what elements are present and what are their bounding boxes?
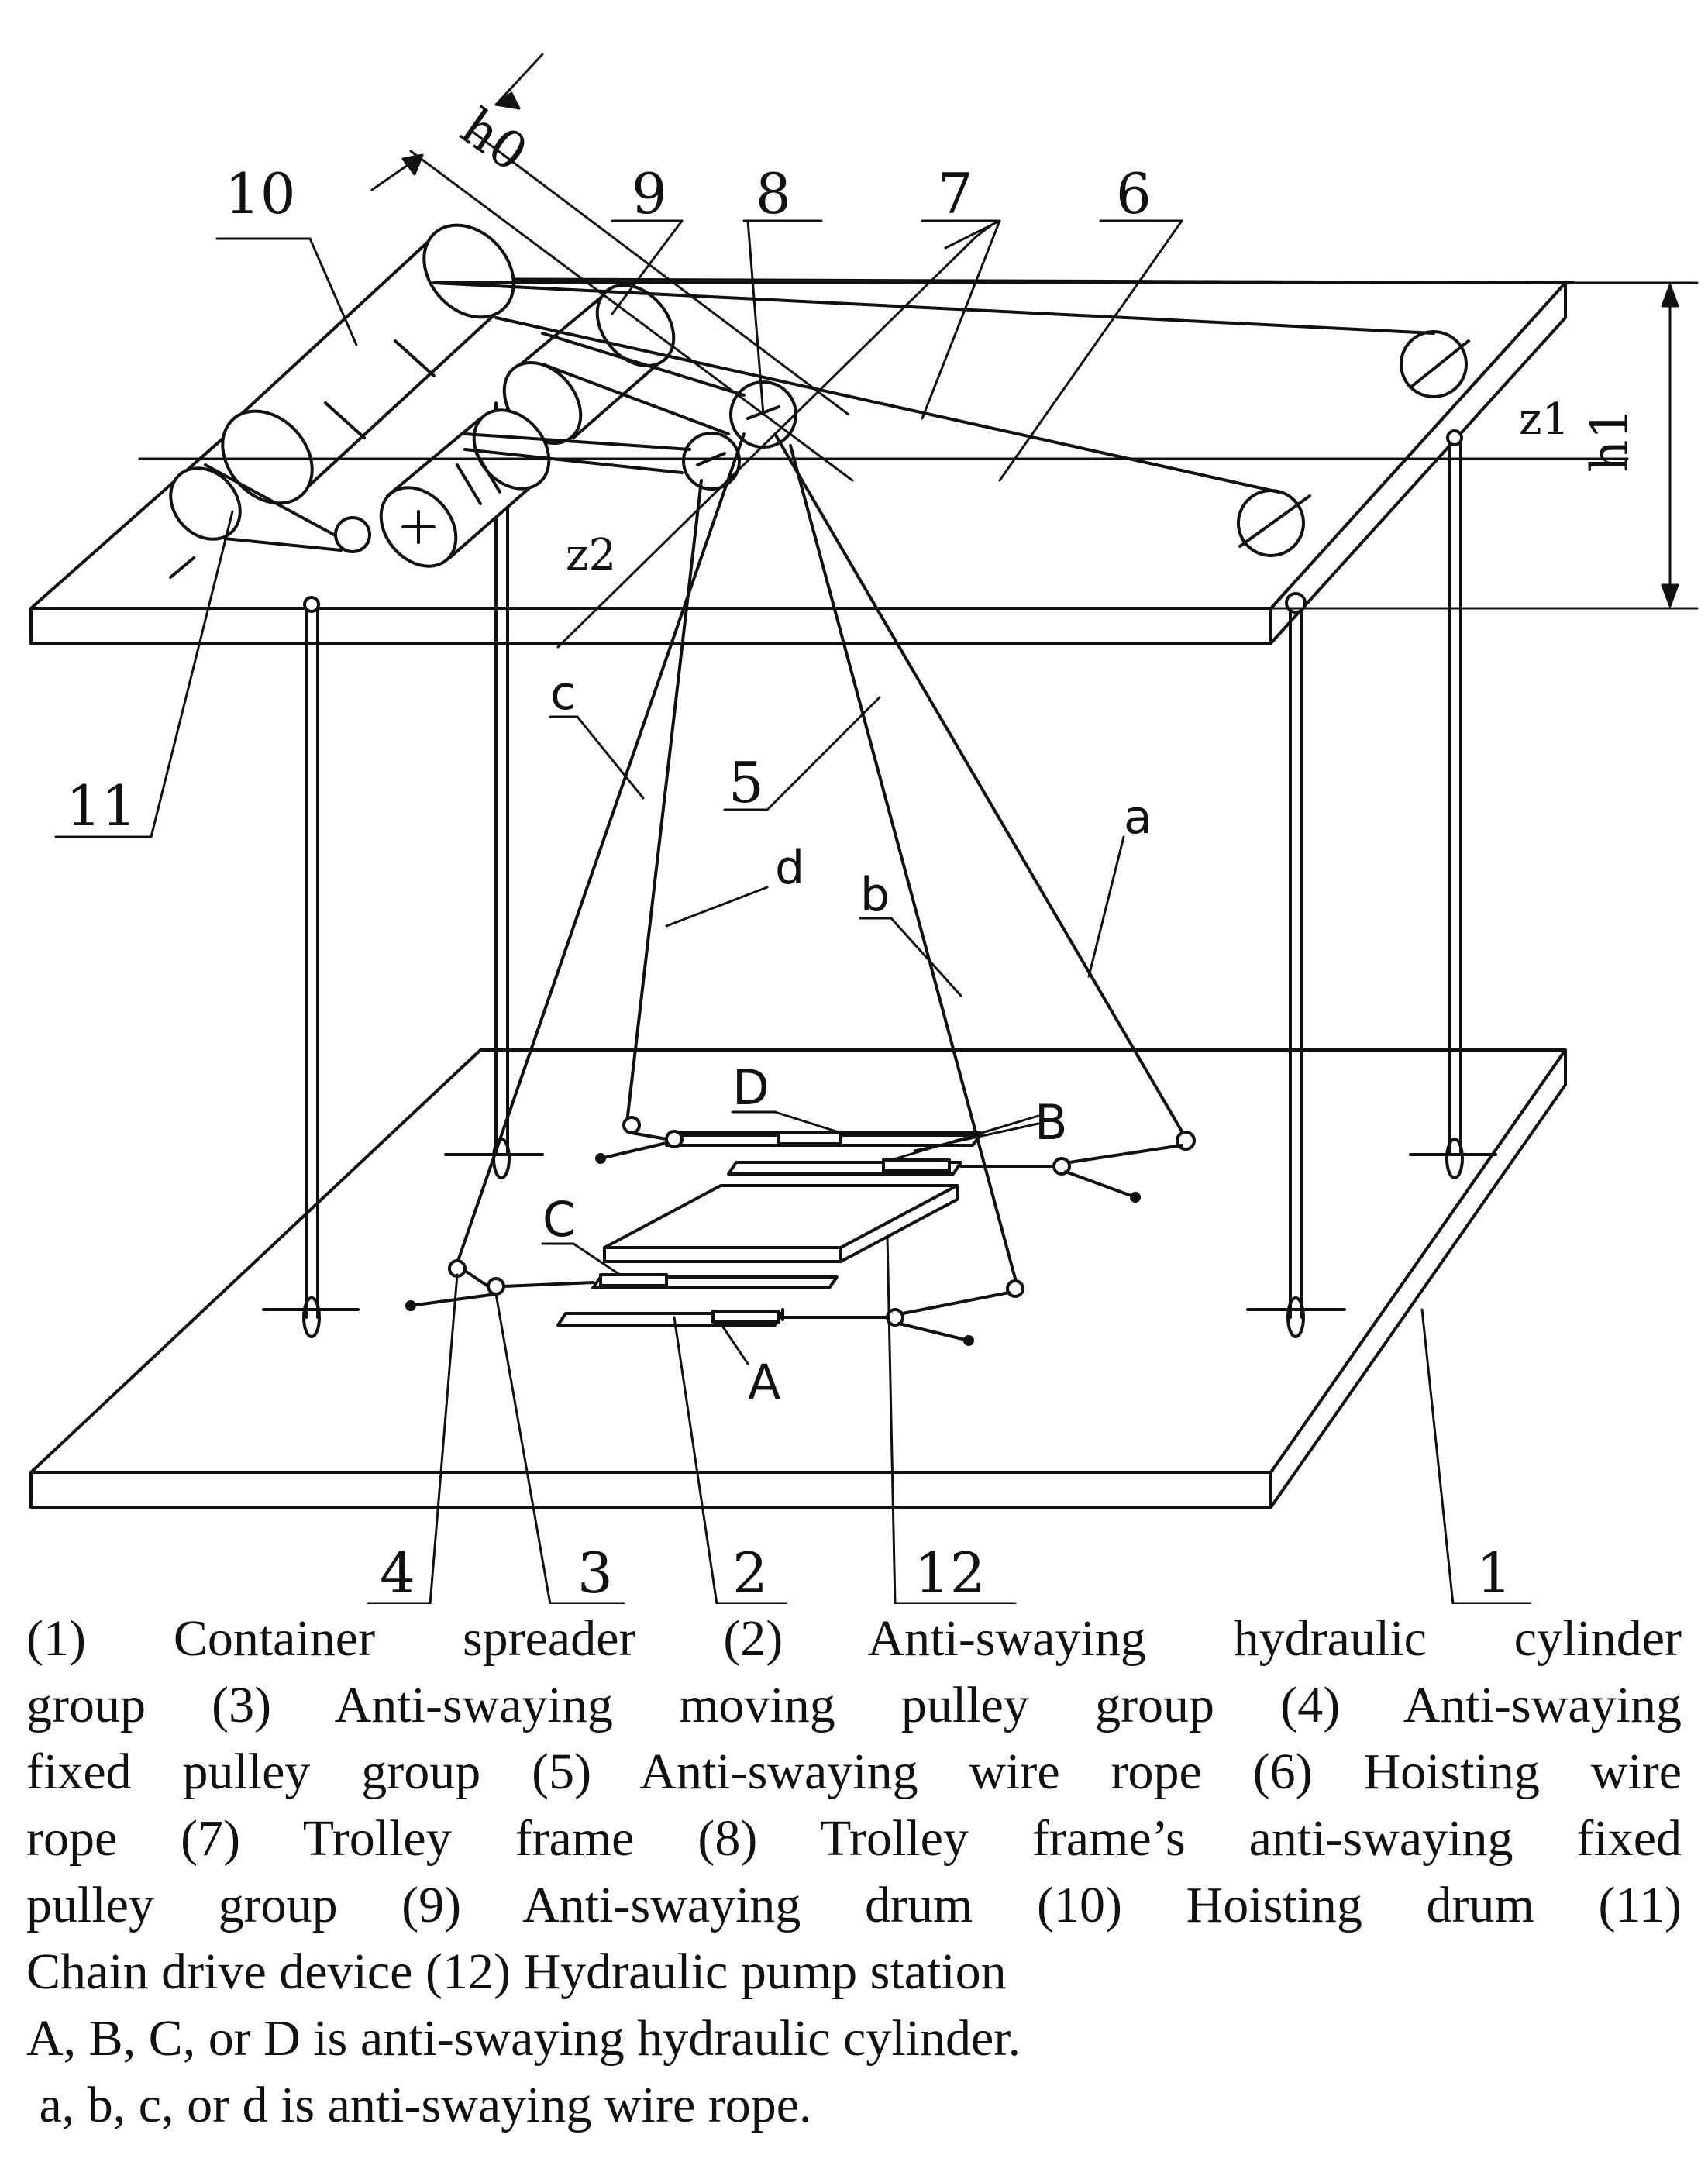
anti-swaying-pulley-groups [405, 1116, 1196, 1346]
label-8: 8 [756, 161, 791, 226]
label-z1: z1 [1519, 394, 1569, 445]
caption-line-6: Chain drive device (12) Hydraulic pump s… [26, 1943, 1007, 2000]
crane-anti-sway-diagram: 10 9 8 7 6 11 5 4 3 2 12 1 D B C A a b c… [29, 53, 1699, 1604]
label-rope-b: b [860, 868, 890, 922]
leader-lines [54, 219, 1532, 1604]
label-z2: z2 [566, 530, 616, 580]
label-12: 12 [914, 1540, 986, 1604]
label-cylinder-B: B [1035, 1094, 1068, 1151]
dimension-lines [138, 53, 1699, 649]
label-cylinder-D: D [732, 1059, 770, 1116]
caption-line-8: a, b, c, or d is anti-swaying wire rope. [26, 2077, 812, 2133]
caption-line-3: fixed pulley group (5) Anti-swaying wire… [26, 1744, 1682, 1800]
trolley-sheaves [1237, 330, 1470, 557]
hydraulic-pump-station [603, 1184, 959, 1263]
label-11: 11 [66, 773, 137, 838]
label-h1: h1 [1580, 408, 1640, 473]
caption-line-5: pulley group (9) Anti-swaying drum (10) … [26, 1877, 1682, 1933]
label-6: 6 [1116, 161, 1152, 226]
label-cylinder-A: A [748, 1354, 780, 1410]
label-rope-d: d [775, 841, 804, 895]
caption-line-2: group (3) Anti-swaying moving pulley gro… [26, 1677, 1682, 1733]
label-4: 4 [380, 1540, 415, 1604]
label-7: 7 [938, 161, 973, 226]
label-rope-c: c [550, 666, 576, 721]
caption-line-7: A, B, C, or D is anti-swaying hydraulic … [26, 2010, 1021, 2067]
label-3: 3 [577, 1540, 613, 1604]
figure-caption: (1) Container spreader (2) Anti-swaying … [26, 1606, 1682, 2139]
label-cylinder-C: C [542, 1191, 576, 1248]
anti-swaying-hydraulic-cylinder-group [556, 1131, 982, 1327]
hoisting-wire-ropes [262, 401, 1497, 1338]
label-9: 9 [632, 161, 667, 226]
label-5: 5 [728, 750, 764, 815]
label-rope-a: a [1124, 790, 1152, 845]
caption-line-1: (1) Container spreader (2) Anti-swaying … [26, 1610, 1682, 1667]
label-1: 1 [1476, 1540, 1512, 1604]
caption-line-4: rope (7) Trolley frame (8) Trolley frame… [26, 1810, 1682, 1867]
label-10: 10 [225, 161, 296, 226]
chain-drive-device [169, 463, 371, 579]
container-spreader [29, 1048, 1567, 1509]
label-2: 2 [732, 1540, 768, 1604]
